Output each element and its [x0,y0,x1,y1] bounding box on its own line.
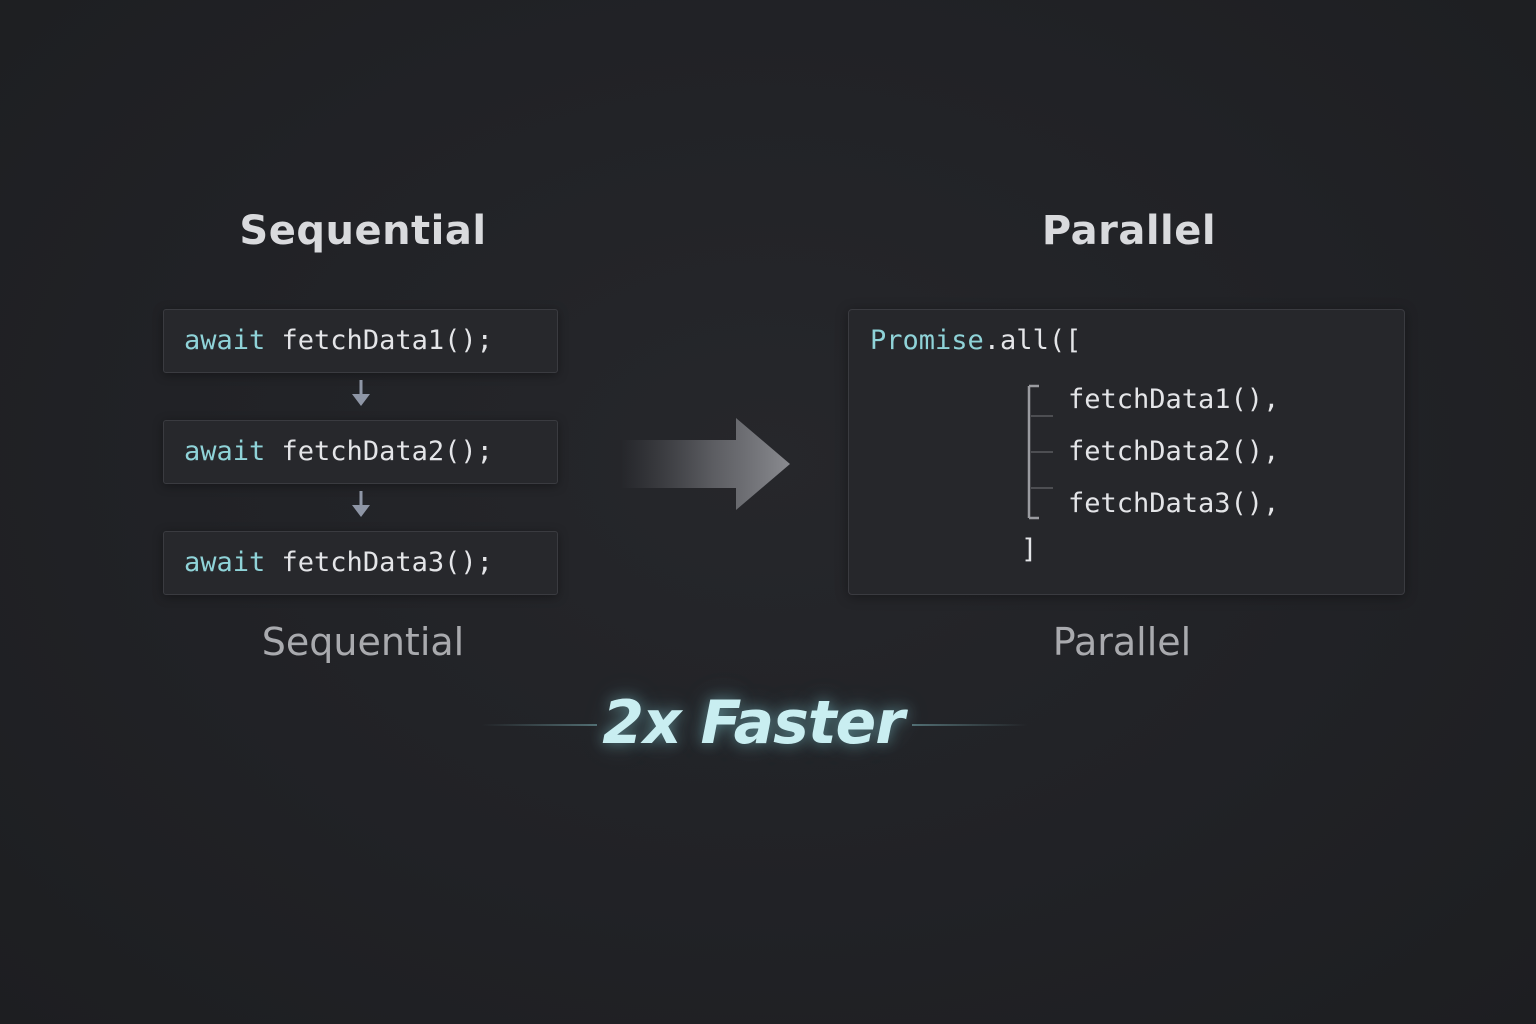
array-close: ] [1021,534,1038,565]
arrow-right-icon [620,418,790,510]
sequential-caption: Sequential [261,620,465,664]
promise-all-open: Promise.all([ [870,323,1081,359]
parallel-code-block: Promise.all([ fetchData1(), fetchData2()… [848,309,1405,595]
sequential-heading: Sequential [239,208,487,254]
speedup-label: 2x Faster [602,688,905,758]
fetch-call: fetchData1(); [265,325,493,356]
divider-left [482,724,597,726]
parallel-item: fetchData1(), [1068,384,1280,415]
parallel-heading: Parallel [1041,208,1217,254]
sequential-code-line-1: await fetchData1(); [163,309,558,373]
await-keyword: await [184,436,266,467]
parallel-item: fetchData3(), [1068,488,1280,519]
parallel-caption: Parallel [1052,620,1192,664]
fetch-call: fetchData3(); [265,547,493,578]
sequential-code-line-2: await fetchData2(); [163,420,558,484]
await-keyword: await [184,325,266,356]
parallel-item: fetchData2(), [1068,436,1280,467]
fetch-call: fetchData2(); [265,436,493,467]
bracket-icon [1027,384,1053,520]
arrow-down-icon [352,491,370,517]
promise-all-call: .all([ [983,325,1082,356]
promise-keyword: Promise [870,325,984,356]
divider-right [912,724,1027,726]
sequential-code-line-3: await fetchData3(); [163,531,558,595]
arrow-down-icon [352,380,370,406]
await-keyword: await [184,547,266,578]
